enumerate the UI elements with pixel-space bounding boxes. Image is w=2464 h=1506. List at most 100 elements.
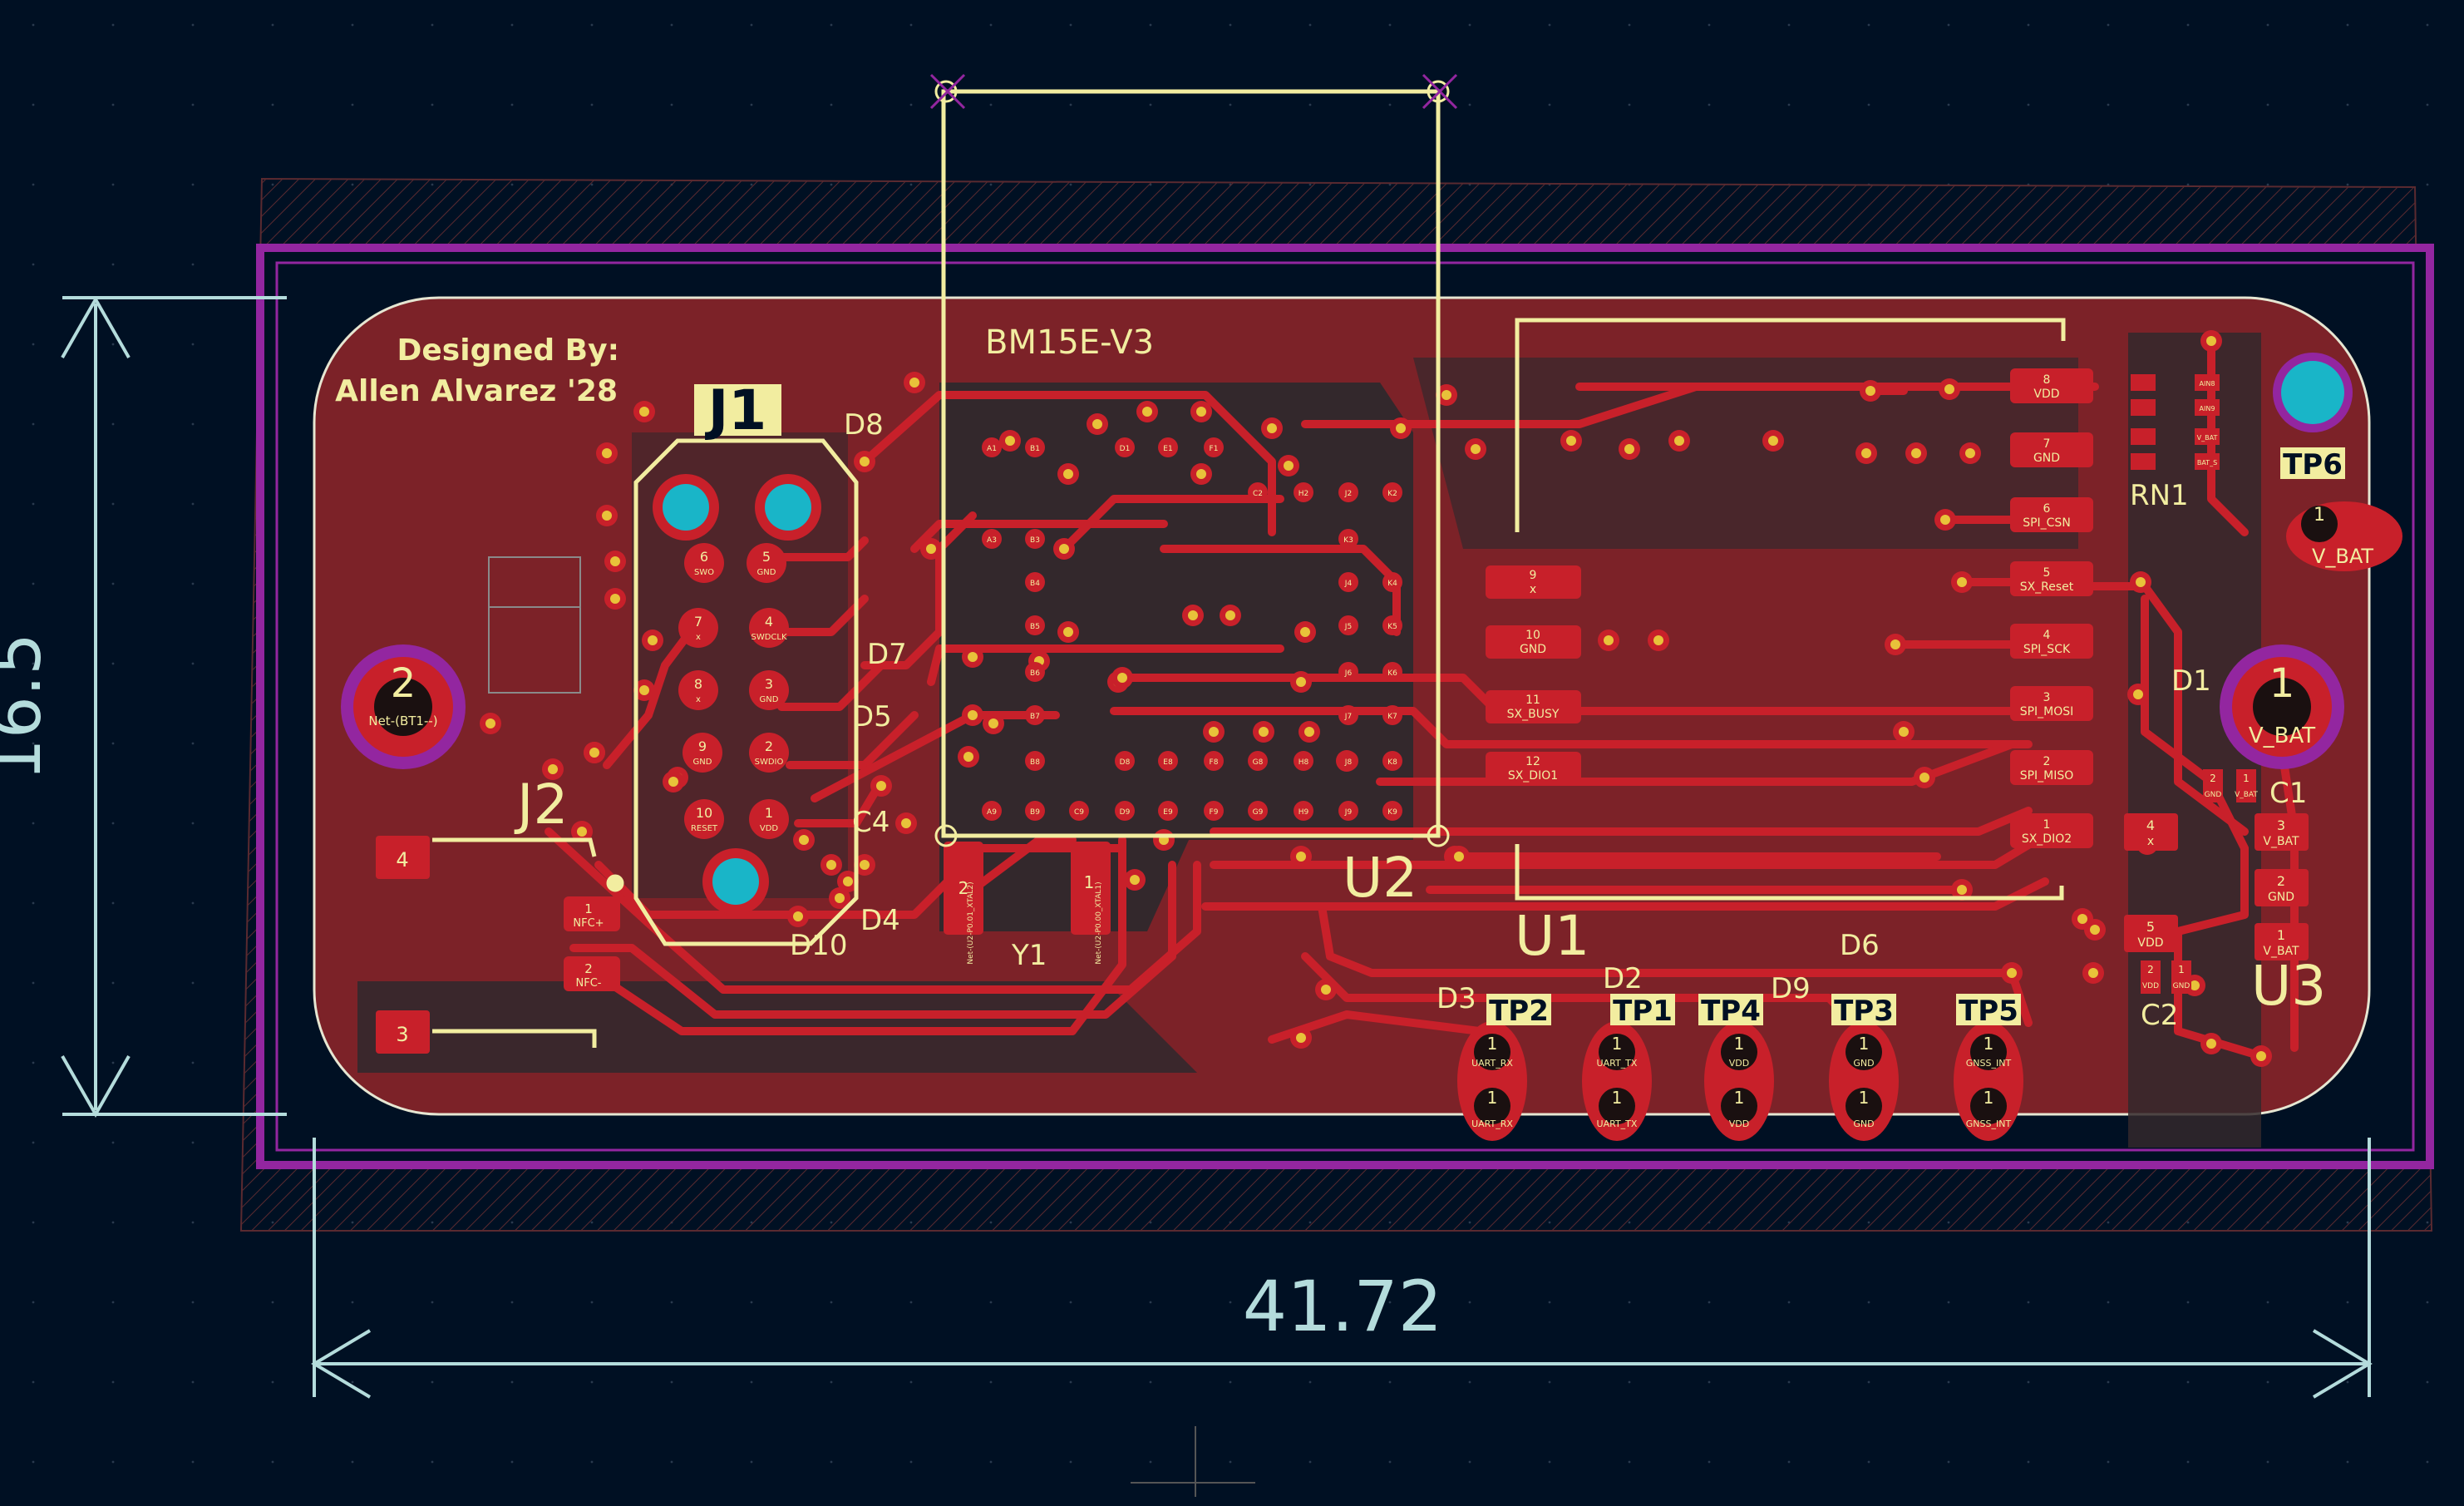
dimension-lines	[61, 295, 2373, 1497]
rn1-pad	[2195, 374, 2220, 391]
j1-pin: 7x	[678, 608, 718, 648]
u2-pad-label: K4	[1387, 580, 1397, 588]
j2-pads: 4 1 NFC+ 2 NFC- 3	[376, 836, 620, 1054]
u2-pad	[1248, 751, 1268, 771]
ref-u1: U1	[1515, 904, 1589, 968]
j1-pin-num: 7	[694, 614, 702, 630]
u1-left-pad-net: SX_BUSY	[1507, 708, 1560, 721]
u1-left-pad-num: 10	[1525, 629, 1540, 642]
u2-pad	[1115, 801, 1135, 821]
u2-pad-label: G8	[1253, 758, 1264, 767]
u3-pad-4-net: x	[2147, 835, 2154, 848]
j1-pin-num: 9	[698, 738, 707, 754]
j2-pad-1	[564, 896, 620, 931]
j1-pin-num: 5	[762, 549, 771, 565]
u2-pad-label: F1	[1210, 445, 1219, 453]
battery-pad-2[interactable]: 2 Net-(BT1--)	[341, 644, 466, 769]
j1-pin-net: SWDIO	[755, 758, 784, 767]
u2-pad-label: E9	[1163, 808, 1173, 817]
u2-pad	[1204, 801, 1224, 821]
ref-u3: U3	[2251, 954, 2326, 1018]
u2-pad-label: J7	[1344, 713, 1352, 721]
u2-pad	[1382, 615, 1402, 635]
u2-pad-label: A3	[987, 536, 997, 545]
ref-j2: J2	[514, 773, 568, 837]
u2-pad-label: B4	[1030, 580, 1040, 588]
u1-right-pad	[2010, 624, 2093, 659]
rn1-pad	[2195, 453, 2220, 470]
tp3-label: TP3	[1834, 995, 1894, 1028]
c1-pad-1-num: 1	[2243, 773, 2250, 784]
u2-pad-label: J6	[1344, 669, 1353, 678]
tp-pad-net: UART_RX	[1471, 1118, 1513, 1129]
u2-pad	[1025, 529, 1045, 549]
y1-pad-1-num: 1	[1084, 872, 1095, 892]
j1-pin-num: 8	[694, 676, 702, 692]
u2-pad-label: K5	[1387, 623, 1397, 631]
designer-line2: Allen Alvarez '28	[335, 374, 618, 408]
u2-pad	[1382, 482, 1402, 502]
u2-pad-label: K2	[1387, 490, 1397, 498]
u1-right-pad-num: 1	[2043, 818, 2051, 832]
rn1-pad-label: AIN9	[2200, 405, 2215, 412]
ref-d2: D2	[1603, 962, 1643, 995]
j1-pin-net: x	[696, 633, 701, 642]
u2-pad-label: E8	[1163, 758, 1173, 767]
ref-y1: Y1	[1011, 939, 1047, 972]
u2-pad	[1025, 572, 1045, 592]
tp-pad-num: 1	[1487, 1088, 1498, 1108]
j1-pin-num: 1	[765, 805, 773, 821]
tp-pad-net: GNSS_INT	[1966, 1058, 2012, 1069]
rn1-pad	[2195, 399, 2220, 416]
c2-pad-2-net: VDD	[2142, 982, 2159, 990]
u2-pad	[1158, 801, 1178, 821]
u3-pad-5-net: VDD	[2137, 936, 2163, 950]
u2-pad-label: B1	[1030, 445, 1040, 453]
u1-left-pad	[1486, 625, 1581, 659]
u2-pad-label: J4	[1344, 580, 1353, 588]
u2-pad	[1338, 751, 1358, 771]
battery-pad-1-num: 1	[2269, 660, 2295, 707]
tp-pad-net: VDD	[1729, 1058, 1749, 1069]
rn1-pad-label: V_BAT	[2197, 434, 2218, 442]
u1-pads-right: 8VDD7GND6SPI_CSN5SX_Reset4SPI_SCK3SPI_MO…	[2010, 368, 2093, 848]
u2-pad	[1204, 437, 1224, 457]
tp-pad-num: 1	[1984, 1088, 1994, 1108]
rn1-pad	[2131, 453, 2156, 470]
ref-d10: D10	[790, 929, 847, 962]
u1-left-pad-num: 12	[1525, 755, 1540, 768]
u1-right-pad-net: SPI_CSN	[2023, 516, 2071, 530]
project-name: BM15E-V3	[985, 323, 1154, 362]
u2-pad-label: K6	[1387, 669, 1397, 678]
capacitor-pads: 2 GND 1 V_BAT 2 VDD 1 GND	[2141, 769, 2258, 994]
silkscreen-outlines	[432, 89, 2066, 1048]
u1-right-pad-net: GND	[2033, 452, 2060, 465]
j1-pin-net: VDD	[760, 824, 779, 833]
u1-left-pad-num: 9	[1530, 569, 1537, 582]
ref-d1: D1	[2171, 664, 2211, 698]
battery-pad-1[interactable]: 1 V_BAT	[2220, 644, 2344, 769]
u3-pad-1-net: V_BAT	[2263, 945, 2299, 958]
u2-pad-label: H2	[1299, 490, 1309, 498]
designer-line1: Designed By:	[397, 333, 620, 368]
tp-pad-num: 1	[1734, 1034, 1745, 1054]
j1-pin-net: GND	[760, 695, 779, 704]
ref-c2: C2	[2141, 999, 2178, 1032]
tp1-label: TP1	[1613, 995, 1673, 1028]
u2-pad	[1025, 705, 1045, 725]
battery-pad-2-net: Net-(BT1--)	[368, 713, 437, 728]
u1-left-pad	[1486, 565, 1581, 599]
u2-pad	[1025, 801, 1045, 821]
tp-pad-net: GND	[1853, 1058, 1874, 1069]
ref-c1: C1	[2269, 777, 2307, 810]
u1-left-pad-num: 11	[1525, 694, 1540, 707]
u2-pad-label: C2	[1253, 490, 1263, 498]
